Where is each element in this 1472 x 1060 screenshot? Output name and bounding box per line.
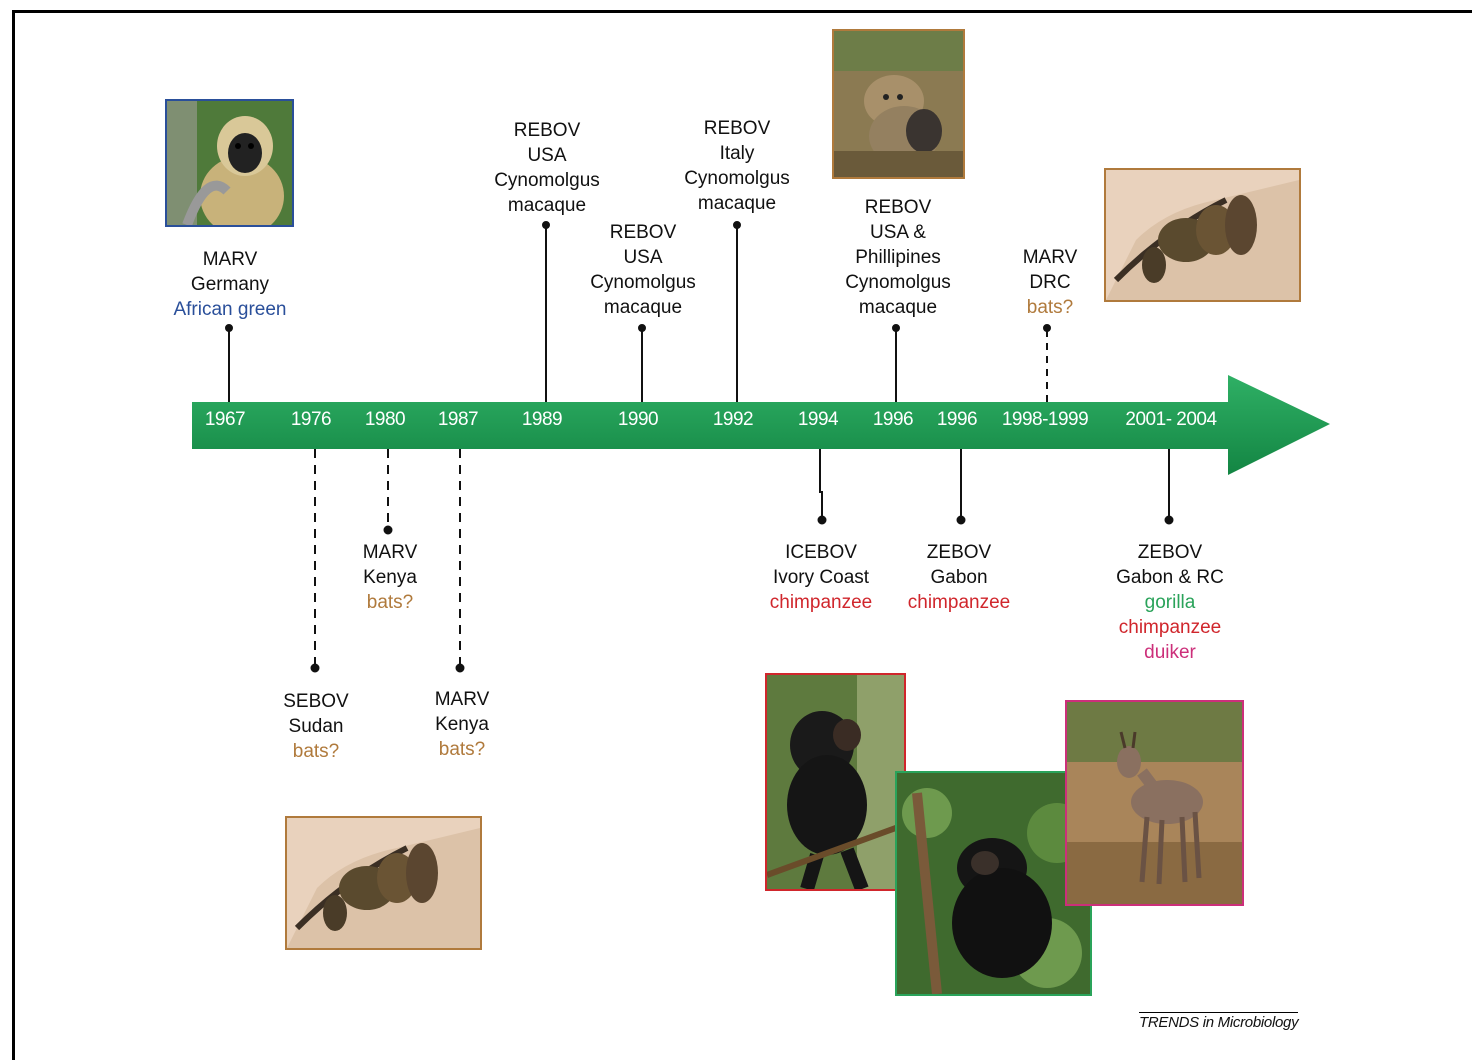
year-label: 1987	[437, 409, 479, 430]
event-host: Cynomolgus	[845, 272, 951, 293]
year-label: 1996	[936, 409, 978, 430]
event-host: duiker	[1144, 642, 1196, 663]
duiker-photo	[1065, 700, 1244, 906]
event-host: chimpanzee	[769, 592, 873, 613]
event-virus: REBOV	[609, 222, 677, 243]
event-host: African green	[173, 299, 287, 320]
event-country: DRC	[1029, 272, 1071, 293]
event-1989: REBOV USA Cynomolgus macaque	[447, 118, 647, 218]
year-label: 1989	[521, 409, 563, 430]
event-1987: MARV Kenya bats?	[362, 687, 562, 762]
year-label: 1976	[290, 409, 332, 430]
year-label: 1990	[617, 409, 659, 430]
event-1992: REBOV Italy Cynomolgus macaque	[637, 116, 837, 216]
cynomolgus-macaque-photo	[832, 29, 965, 179]
african-green-monkey-photo	[165, 99, 294, 227]
event-1980: MARV Kenya bats?	[290, 540, 490, 615]
event-1998: MARV DRC bats?	[950, 245, 1150, 320]
event-host: chimpanzee	[1118, 617, 1222, 638]
year-label: 1967	[204, 409, 246, 430]
event-country: Phillipines	[855, 247, 941, 268]
event-1996b: ZEBOV Gabon chimpanzee	[859, 540, 1059, 615]
bats-photo	[285, 816, 482, 950]
event-virus: MARV	[434, 689, 490, 710]
event-1994: ICEBOV Ivory Coast chimpanzee	[721, 540, 921, 615]
bats-photo	[1104, 168, 1301, 302]
event-country: Ivory Coast	[772, 567, 870, 588]
connector-1994	[819, 449, 823, 520]
event-virus: REBOV	[513, 120, 581, 141]
year-label: 1994	[797, 409, 839, 430]
event-host: bats?	[438, 739, 486, 760]
event-country: Germany	[190, 274, 270, 295]
year-label: 1996	[872, 409, 914, 430]
event-host: Cynomolgus	[590, 272, 696, 293]
event-host: gorilla	[1144, 592, 1196, 613]
event-1967: MARV Germany African green	[130, 247, 330, 322]
event-1996a: REBOV USA & Phillipines Cynomolgus macaq…	[798, 195, 998, 320]
event-host: chimpanzee	[907, 592, 1011, 613]
event-host: macaque	[858, 297, 938, 318]
event-country: Italy	[719, 143, 755, 164]
event-host: macaque	[603, 297, 683, 318]
event-host: macaque	[697, 193, 777, 214]
event-host: bats?	[292, 741, 340, 762]
event-virus: SEBOV	[283, 691, 349, 712]
event-virus: REBOV	[864, 197, 932, 218]
year-label: 1998-1999	[1001, 409, 1089, 430]
event-host: Cynomolgus	[684, 168, 790, 189]
event-host: macaque	[507, 195, 587, 216]
event-host: bats?	[1026, 297, 1074, 318]
event-1976: SEBOV Sudan bats?	[216, 689, 416, 764]
year-label: 2001- 2004	[1125, 409, 1217, 430]
timeline-arrow	[192, 375, 1330, 475]
event-host: Cynomolgus	[494, 170, 600, 191]
event-virus: ZEBOV	[1137, 542, 1203, 563]
event-country: Kenya	[435, 714, 489, 735]
chimpanzee-photo	[765, 673, 906, 891]
event-virus: MARV	[202, 249, 258, 270]
event-virus: ICEBOV	[785, 542, 857, 563]
event-host: bats?	[366, 592, 414, 613]
year-label: 1980	[364, 409, 406, 430]
event-1990: REBOV USA Cynomolgus macaque	[543, 220, 743, 320]
figure-frame	[12, 10, 1472, 1060]
gorilla-photo	[895, 771, 1092, 996]
event-virus: MARV	[362, 542, 418, 563]
event-2001: ZEBOV Gabon & RC gorilla chimpanzee duik…	[1070, 540, 1270, 665]
event-country: Kenya	[363, 567, 417, 588]
event-virus: REBOV	[703, 118, 771, 139]
event-country: USA	[623, 247, 663, 268]
year-label: 1992	[712, 409, 754, 430]
event-country: Sudan	[288, 716, 344, 737]
journal-credit: TRENDS in Microbiology	[1139, 1012, 1299, 1031]
event-country: Gabon & RC	[1116, 567, 1224, 588]
event-virus: MARV	[1022, 247, 1078, 268]
event-country: Gabon	[930, 567, 988, 588]
event-virus: ZEBOV	[926, 542, 992, 563]
event-country: USA	[527, 145, 567, 166]
event-country: USA &	[870, 222, 926, 243]
